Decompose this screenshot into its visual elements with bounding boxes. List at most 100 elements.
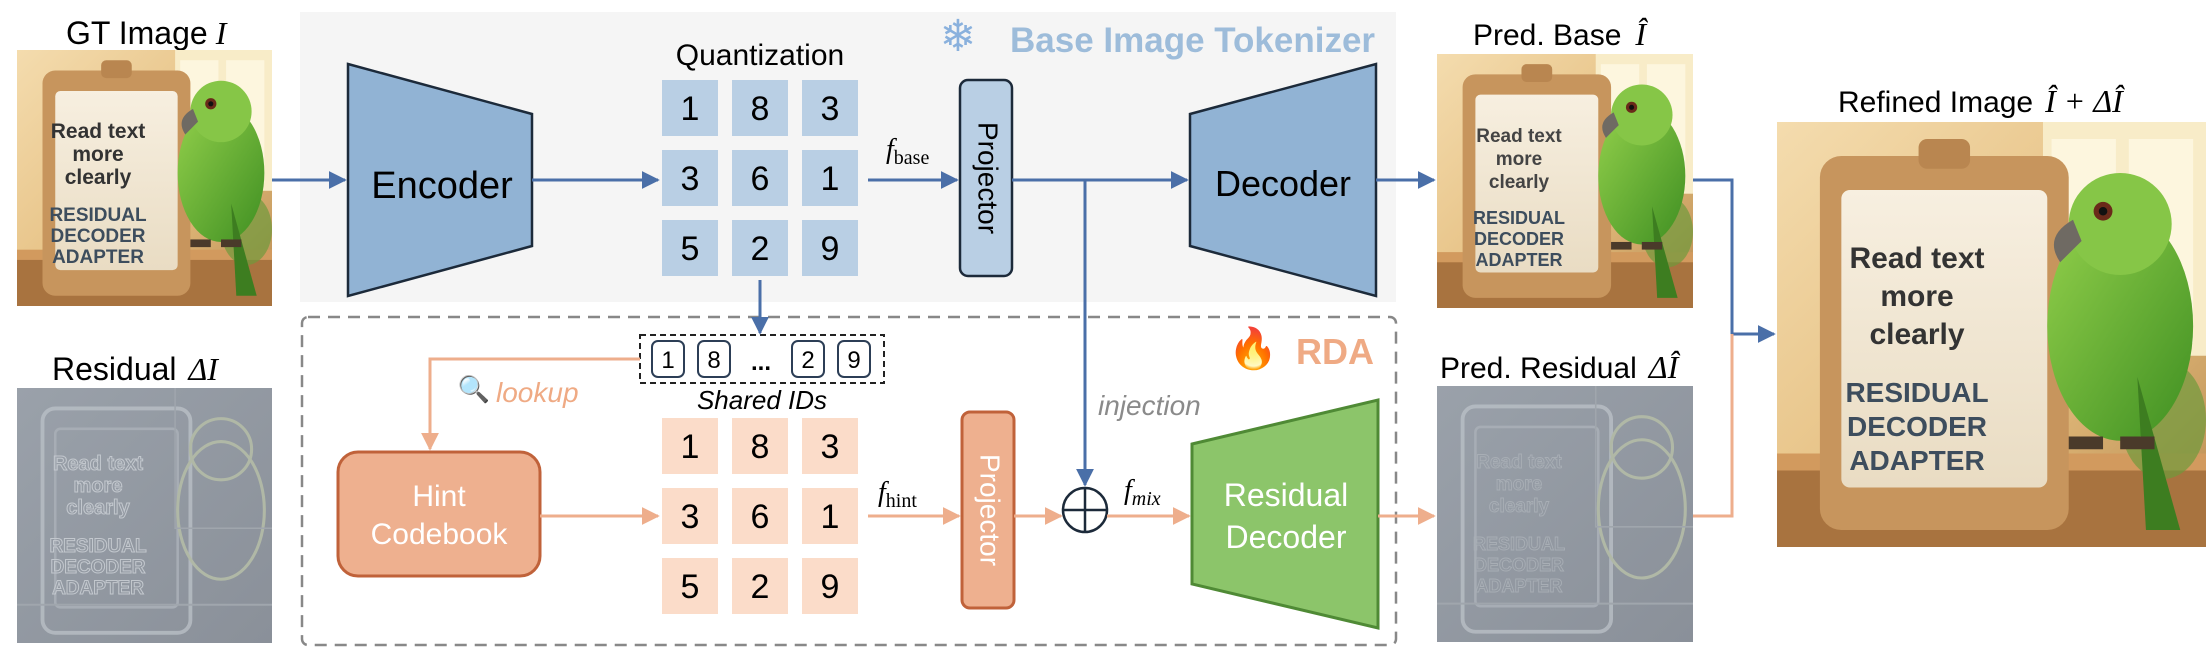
quant-top-value: 2 <box>751 230 770 268</box>
shared-id-value: 1 <box>661 347 674 374</box>
pred-base-sign-line1: Read text <box>1476 126 1562 147</box>
pred-residual-sign-line6: ADAPTER <box>1475 576 1562 596</box>
quant-bottom-value: 3 <box>681 498 700 536</box>
quant-bottom-cell <box>662 558 718 614</box>
shared-id-ellipsis: ... <box>751 349 771 376</box>
sum-node <box>1061 486 1109 534</box>
quant-bottom-value: 5 <box>681 568 700 606</box>
residual-sign-line4: RESIDUAL <box>49 536 147 557</box>
projector-top <box>958 78 1014 278</box>
quant-bottom-cell <box>662 418 718 474</box>
quant-bottom-value: 1 <box>681 428 700 466</box>
decoder-label: Decoder <box>1215 163 1351 204</box>
shared-id-box <box>651 340 685 378</box>
gt-sign-line4: RESIDUAL <box>49 205 147 226</box>
pred-residual-image: Read text more clearly RESIDUAL DECODER … <box>1437 386 1693 642</box>
refined-sign-line1: Read text <box>1849 242 1984 275</box>
gt-sign-line1: Read text <box>51 120 146 143</box>
pred-base-sign-line5: DECODER <box>1474 229 1564 249</box>
shared-id-box <box>791 340 825 378</box>
quant-top-cell <box>662 80 718 136</box>
residual-sign-line6: ADAPTER <box>52 578 144 599</box>
residual-sign-line1: Read text <box>53 453 143 475</box>
pred-residual-sign-line3: clearly <box>1489 496 1550 517</box>
shared-id-box <box>697 340 731 378</box>
hint-codebook-line2: Codebook <box>371 518 509 551</box>
residual-image: Read text more clearly RESIDUAL DECODER … <box>17 388 272 643</box>
quant-bottom-cell <box>732 418 788 474</box>
magnifier-icon: 🔍 <box>458 372 490 404</box>
quant-top-value: 3 <box>681 160 700 198</box>
gt-sign-line2: more <box>72 143 123 166</box>
quant-top-cell <box>802 220 858 276</box>
arrow-pred-base-to-refined <box>1693 178 1776 343</box>
quant-top-value: 1 <box>681 90 700 128</box>
pred-base-sign-line3: clearly <box>1489 172 1550 193</box>
quant-bottom-value: 1 <box>821 498 840 536</box>
quant-top-value: 8 <box>751 90 770 128</box>
pred-base-sign-line4: RESIDUAL <box>1473 208 1565 228</box>
pred-base-sign-line6: ADAPTER <box>1475 250 1562 270</box>
arrow-lookup <box>421 357 640 451</box>
quant-bottom-value: 3 <box>821 428 840 466</box>
quant-bottom-value: 8 <box>751 428 770 466</box>
quant-top-cell <box>802 150 858 206</box>
base-tokenizer-title: Base Image Tokenizer <box>1010 21 1375 60</box>
residual-sign-line5: DECODER <box>50 557 145 578</box>
quantization-title: Quantization <box>676 39 844 72</box>
projector-bottom <box>960 410 1016 610</box>
quant-bottom-cell <box>802 488 858 544</box>
residual-decoder-line2: Decoder <box>1226 519 1347 555</box>
rda-title: RDA <box>1296 331 1374 372</box>
quant-top-cell <box>662 220 718 276</box>
projector-bottom-label: Projector <box>975 454 1006 566</box>
refined-sign-line4: RESIDUAL <box>1845 377 1988 408</box>
quant-bottom-value: 9 <box>821 568 840 606</box>
pred-residual-sign-line2: more <box>1496 474 1542 495</box>
encoder-block <box>346 62 534 298</box>
pred-residual-sign-line5: DECODER <box>1474 555 1564 575</box>
arrow-pred-residual-to-refined <box>1693 334 1734 518</box>
quant-grid-top: 1 8 3 3 6 1 5 2 9 <box>662 80 858 276</box>
pred-base-sign-line2: more <box>1496 149 1542 170</box>
f-base-label: fbase <box>886 134 929 169</box>
residual-decoder-block <box>1190 398 1380 630</box>
residual-decoder-line1: Residual <box>1224 477 1349 513</box>
quant-bottom-value: 2 <box>751 568 770 606</box>
f-mix-label: fmix <box>1124 475 1161 510</box>
quant-bottom-cell <box>662 488 718 544</box>
refined-sign-line2: more <box>1880 280 1953 313</box>
fire-icon: 🔥 <box>1228 325 1278 371</box>
pred-base-image: Read text more clearly RESIDUAL DECODER … <box>1437 54 1693 308</box>
quant-top-cell <box>802 80 858 136</box>
hint-codebook-line1: Hint <box>412 480 466 513</box>
quant-bottom-value: 6 <box>751 498 770 536</box>
hint-codebook-block <box>336 450 542 578</box>
quant-bottom-cell <box>732 488 788 544</box>
snowflake-icon: ❄ <box>940 12 977 61</box>
quant-top-cell <box>732 150 788 206</box>
quant-grid-bottom: 1 8 3 3 6 1 5 2 9 <box>662 418 858 614</box>
gt-sign-line3: clearly <box>65 166 132 189</box>
quant-top-cell <box>732 220 788 276</box>
shared-id-value: 8 <box>707 347 720 374</box>
refined-sign-line5: DECODER <box>1847 411 1987 442</box>
decoder-block <box>1188 62 1378 298</box>
shared-ids-label: Shared IDs <box>697 385 827 415</box>
pred-residual-sign-line1: Read text <box>1476 452 1562 473</box>
refined-image: Read text more clearly RESIDUAL DECODER … <box>1777 122 2206 547</box>
injection-label: injection <box>1098 390 1201 421</box>
quant-top-cell <box>662 150 718 206</box>
f-hint-label: fhint <box>878 477 917 512</box>
quant-bottom-cell <box>732 558 788 614</box>
shared-id-box <box>837 340 871 378</box>
rda-panel <box>300 315 1398 647</box>
quant-top-value: 9 <box>821 230 840 268</box>
shared-id-value: 2 <box>801 347 814 374</box>
quant-top-value: 1 <box>821 160 840 198</box>
gt-image: Read text more clearly RESIDUAL DECODER … <box>17 50 272 306</box>
